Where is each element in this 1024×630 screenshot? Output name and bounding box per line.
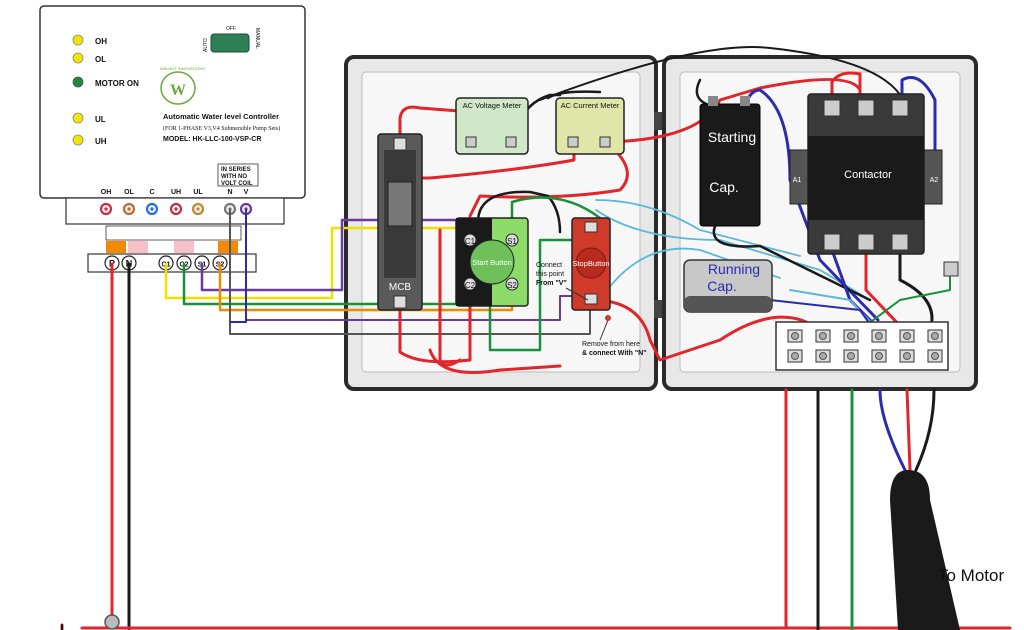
connect-note-line: Connect: [536, 262, 562, 269]
series-note-line: VOLT COIL: [221, 181, 253, 187]
indicator-uh: [72, 134, 84, 146]
controller-terminal-dot: [127, 207, 131, 211]
contactor-label: Contactor: [844, 169, 892, 181]
connect-note: Connect this point From "V": [536, 262, 589, 301]
start-terminal: S2: [507, 281, 517, 290]
output-screw-head: [875, 332, 883, 340]
remove-note-line: Remove from here: [582, 341, 640, 348]
switch-manual-label: MANUAL: [254, 28, 260, 49]
indicator-ol: [72, 52, 84, 64]
start-button[interactable]: Start Button C1 S1 C2 S2: [455, 217, 529, 307]
output-screw-head: [791, 332, 799, 340]
output-screw-head: [819, 352, 827, 360]
indicator-motor-on: [72, 76, 84, 88]
voltage-meter-label: AC Voltage Meter: [463, 101, 522, 110]
logo-text: WALNUT INNOVATIONS: [160, 66, 205, 71]
controller-terminal-dot: [150, 207, 154, 211]
controller-terminal-label: C: [149, 189, 154, 196]
mcb-label: MCB: [389, 282, 412, 293]
controller-terminal-label: N: [227, 189, 232, 196]
connect-note-line: this point: [536, 271, 564, 278]
controller-terminal-labels: OH OL C UH UL N V: [101, 189, 249, 196]
wires: [60, 46, 1012, 630]
output-screw-head: [903, 332, 911, 340]
start-terminal: C1: [465, 237, 476, 246]
indicator-oh: [72, 34, 84, 46]
indicator-label: MOTOR ON: [95, 79, 139, 88]
contactor: Contactor A1 A2: [789, 93, 943, 255]
running-capacitor: Running Cap.: [683, 259, 773, 313]
indicator-label: OL: [95, 55, 106, 64]
mode-switch[interactable]: OFF AUTO MANUAL: [203, 26, 260, 53]
controller-terminal-label: OL: [124, 189, 134, 196]
output-terminal-block: [775, 321, 949, 371]
output-screw-head: [791, 352, 799, 360]
to-motor-label: To Motor: [938, 566, 1004, 585]
coil-terminal-a1: A1: [793, 177, 802, 184]
coil-terminal-a2: A2: [930, 177, 939, 184]
running-cap-line: Cap.: [707, 278, 737, 294]
ac-current-meter: AC Current Meter: [555, 97, 625, 155]
stop-button-label: StopButton: [572, 259, 609, 268]
remove-note-line: & connect With "N": [582, 350, 647, 357]
controller-terminal-label: OH: [101, 189, 112, 196]
ac-voltage-meter: AC Voltage Meter: [455, 97, 529, 155]
switch-auto-label: AUTO: [203, 38, 209, 52]
output-screw-head: [875, 352, 883, 360]
earth-terminal: [943, 261, 959, 277]
start-button-label: Start Button: [472, 258, 512, 267]
output-screw-head: [819, 332, 827, 340]
svg-text:W: W: [170, 82, 186, 99]
running-cap-line: Running: [708, 261, 760, 277]
start-terminal: S1: [507, 237, 517, 246]
indicator-label: UL: [95, 115, 106, 124]
controller-model: MODEL: HK-LLC-100-VSP-CR: [163, 136, 261, 143]
controller-title: Automatic Water level Controller: [163, 112, 279, 121]
connect-note-line: From "V": [536, 280, 567, 287]
output-screw-head: [903, 352, 911, 360]
mcb-breaker[interactable]: MCB: [377, 133, 423, 311]
starting-cap-line: Starting: [708, 129, 756, 145]
controller-terminal-dot: [174, 207, 178, 211]
output-screw-head: [931, 332, 939, 340]
indicator-label: OH: [95, 37, 107, 46]
earth-point: [104, 614, 120, 630]
indicator-ul: [72, 112, 84, 124]
output-screw-head: [847, 332, 855, 340]
controller-terminal-label: V: [244, 189, 249, 196]
series-note-line: IN SERIES: [221, 167, 251, 173]
output-screw-head: [847, 352, 855, 360]
starting-cap-line: Cap.: [709, 179, 739, 195]
connector-plug: [105, 225, 242, 253]
motor-cable: [890, 470, 960, 630]
controller-terminal-label: UH: [171, 189, 181, 196]
stop-button[interactable]: StopButton: [571, 217, 611, 311]
remove-note: Remove from here & connect With "N": [582, 315, 647, 357]
controller-terminal-dot: [196, 207, 200, 211]
series-note-line: WITH NO: [221, 174, 247, 180]
controller-subtitle: (FOR 1-PHASE V3,V4 Submersible Pump Sets…: [163, 125, 280, 132]
output-screw-head: [931, 352, 939, 360]
level-controller: OH OL MOTOR ON UL UH OFF AUTO MANUAL W W…: [39, 5, 306, 225]
controller-terminal-label: UL: [193, 189, 203, 196]
starting-capacitor: Starting Cap.: [699, 96, 761, 227]
start-terminal: C2: [465, 281, 476, 290]
controller-terminal-block: [99, 202, 253, 216]
switch-off-label: OFF: [226, 26, 236, 32]
current-meter-label: AC Current Meter: [561, 101, 620, 110]
controller-terminal-dot: [104, 207, 108, 211]
indicator-label: UH: [95, 137, 107, 146]
walnut-logo: W WALNUT INNOVATIONS: [160, 66, 205, 105]
